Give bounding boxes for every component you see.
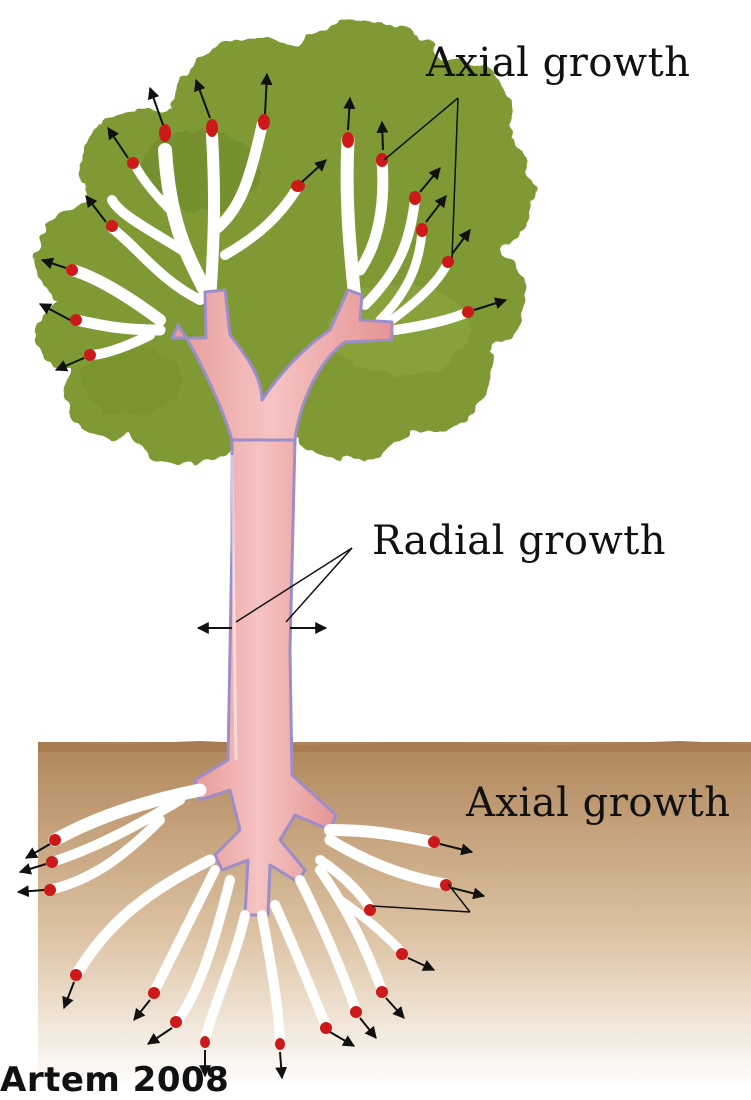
figure-caption: Artem 2008 bbox=[0, 1060, 229, 1100]
axial-growth-label-top: Axial growth bbox=[426, 40, 690, 86]
axial-growth-label-bottom: Axial growth bbox=[466, 780, 730, 826]
radial-growth-label: Radial growth bbox=[372, 518, 666, 564]
